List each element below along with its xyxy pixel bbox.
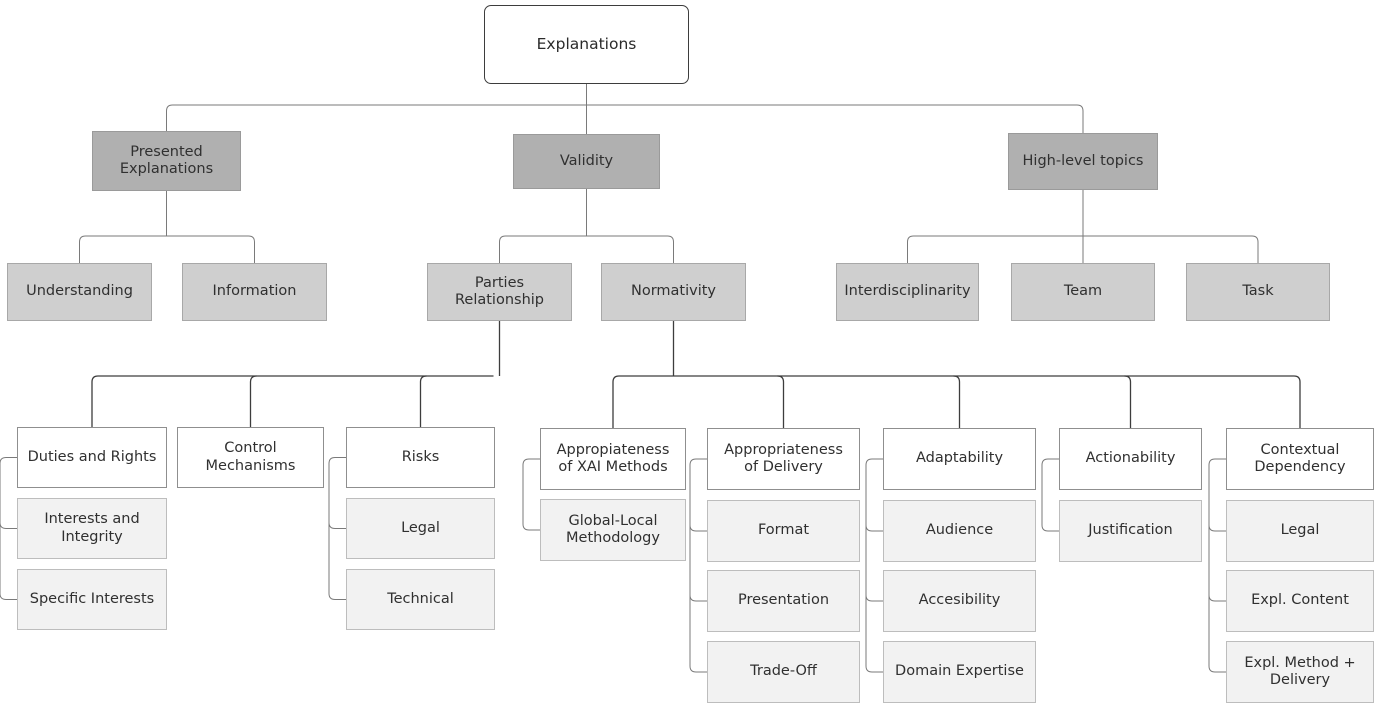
- node-expl-content[interactable]: Expl. Content: [1226, 570, 1374, 632]
- node-domain-expertise[interactable]: Domain Expertise: [883, 641, 1036, 703]
- node-task[interactable]: Task: [1186, 263, 1330, 321]
- node-label: Format: [757, 522, 810, 539]
- node-format[interactable]: Format: [707, 500, 860, 562]
- node-label: Specific Interests: [29, 590, 155, 607]
- node-label: Adaptability: [915, 450, 1004, 467]
- node-understanding[interactable]: Understanding: [7, 263, 152, 321]
- node-high-level-topics[interactable]: High-level topics: [1008, 133, 1158, 190]
- node-accesibility[interactable]: Accesibility: [883, 570, 1036, 632]
- node-trade-off[interactable]: Trade-Off: [707, 641, 860, 703]
- node-normativity[interactable]: Normativity: [601, 263, 746, 321]
- node-label: Presentation: [737, 592, 830, 609]
- node-label: Contextual Dependency: [1254, 441, 1346, 475]
- node-label: Validity: [559, 152, 614, 169]
- node-risks[interactable]: Risks: [346, 427, 495, 488]
- node-label: Control Mechanisms: [205, 440, 296, 474]
- node-label: Normativity: [630, 283, 717, 300]
- node-label: Appropiateness of XAI Methods: [556, 441, 670, 475]
- node-label: Risks: [401, 448, 440, 465]
- node-interdisciplinarity[interactable]: Interdisciplinarity: [836, 263, 979, 321]
- node-validity[interactable]: Validity: [513, 134, 660, 189]
- node-label: Legal: [401, 519, 440, 536]
- node-appropiateness-of-xai-methods[interactable]: Appropiateness of XAI Methods: [540, 428, 686, 490]
- node-label: Interdisciplinarity: [844, 283, 971, 300]
- node-presentation[interactable]: Presentation: [707, 570, 860, 632]
- node-contextual-dependency[interactable]: Contextual Dependency: [1226, 428, 1374, 490]
- node-explanations[interactable]: Explanations: [484, 5, 689, 84]
- node-risks-technical[interactable]: Technical: [346, 569, 495, 630]
- node-contextual-legal[interactable]: Legal: [1226, 500, 1374, 562]
- node-actionability[interactable]: Actionability: [1059, 428, 1202, 490]
- node-label: Accesibility: [918, 592, 1001, 609]
- node-label: Legal: [1280, 522, 1320, 539]
- node-adaptability[interactable]: Adaptability: [883, 428, 1036, 490]
- node-label: Expl. Content: [1251, 592, 1349, 609]
- node-team[interactable]: Team: [1011, 263, 1155, 321]
- node-label: Justification: [1088, 522, 1173, 539]
- node-justification[interactable]: Justification: [1059, 500, 1202, 562]
- node-expl-method-delivery[interactable]: Expl. Method + Delivery: [1226, 641, 1374, 703]
- node-label: Understanding: [26, 283, 133, 300]
- node-duties-and-rights[interactable]: Duties and Rights: [17, 427, 167, 488]
- node-label: Global-Local Methodology: [566, 512, 660, 546]
- node-global-local-methodology[interactable]: Global-Local Methodology: [540, 499, 686, 561]
- node-label: Duties and Rights: [27, 448, 157, 465]
- node-label: High-level topics: [1022, 152, 1144, 169]
- node-label: Team: [1063, 283, 1103, 300]
- node-label: Actionability: [1085, 450, 1176, 467]
- node-audience[interactable]: Audience: [883, 500, 1036, 562]
- node-control-mechanisms[interactable]: Control Mechanisms: [177, 427, 324, 488]
- node-interests-and-integrity[interactable]: Interests and Integrity: [17, 498, 167, 559]
- node-label: Expl. Method + Delivery: [1244, 654, 1356, 688]
- node-information[interactable]: Information: [182, 263, 327, 321]
- node-label: Information: [212, 283, 297, 300]
- node-risks-legal[interactable]: Legal: [346, 498, 495, 559]
- node-label: Audience: [925, 522, 994, 539]
- node-label: Trade-Off: [750, 663, 817, 680]
- node-label: Appropriateness of Delivery: [724, 441, 843, 475]
- node-label: Parties Relationship: [454, 274, 544, 308]
- node-specific-interests[interactable]: Specific Interests: [17, 569, 167, 630]
- node-label: Technical: [387, 590, 454, 607]
- node-presented-explanations[interactable]: Presented Explanations: [92, 131, 241, 191]
- node-label: Interests and Integrity: [44, 511, 140, 545]
- node-appropriateness-of-delivery[interactable]: Appropriateness of Delivery: [707, 428, 860, 490]
- node-label: Domain Expertise: [895, 663, 1024, 680]
- node-label: Explanations: [536, 35, 637, 54]
- node-label: Presented Explanations: [119, 143, 214, 177]
- node-parties-relationship[interactable]: Parties Relationship: [427, 263, 572, 321]
- node-label: Task: [1242, 283, 1274, 300]
